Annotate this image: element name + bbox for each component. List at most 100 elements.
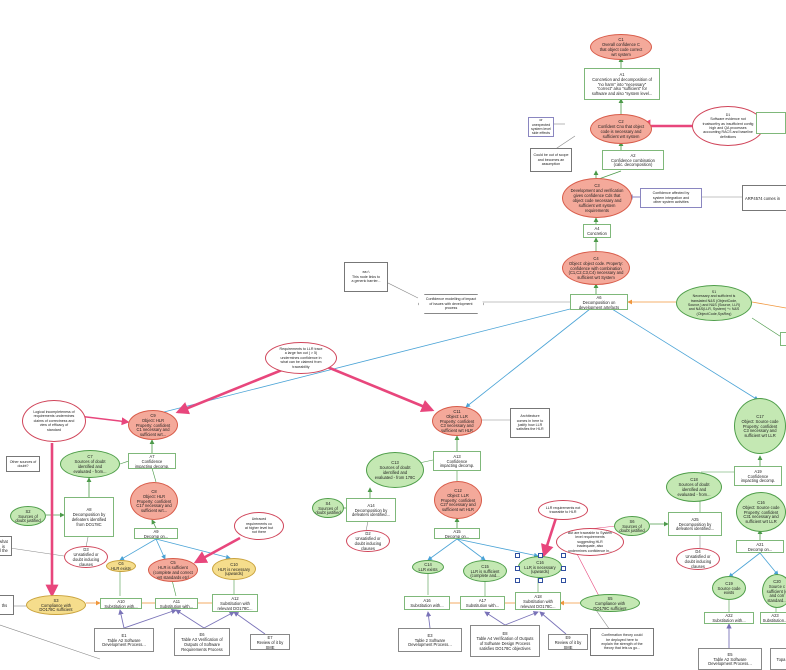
node-notrace[interactable]: But are traceable to System level requir… <box>556 528 624 556</box>
node-confirm[interactable]: Confirmation theory could be deployed he… <box>590 628 654 656</box>
node-a4[interactable]: A4 Concretion <box>583 224 611 238</box>
edge <box>575 551 601 599</box>
node-c9[interactable]: C9 Object: HLR Property: confident C1 ne… <box>128 410 178 440</box>
node-req-llr[interactable]: Requirements to LLR trace a large fan ou… <box>265 342 337 374</box>
node-a23[interactable]: A23 Substitution... <box>760 612 786 624</box>
edge <box>155 306 579 416</box>
edge <box>541 517 558 558</box>
node-c13[interactable]: C13 Sources of doubt identified and eval… <box>366 452 424 488</box>
node-c7[interactable]: C7 Sources of doubt identified and evalu… <box>60 450 120 478</box>
edge <box>155 538 231 560</box>
node-untraced[interactable]: Untraced requirements co at higher level… <box>234 512 284 540</box>
node-s6[interactable]: S6 Sources of doubt justified <box>614 516 650 536</box>
selection-handle[interactable] <box>538 553 543 558</box>
node-conf-affected[interactable]: Confidence affected by system integratio… <box>640 188 702 208</box>
edge <box>175 368 283 415</box>
node-c10[interactable]: C10 HLR is necessary (upwards) <box>212 558 256 580</box>
edge <box>85 536 89 548</box>
node-d2[interactable]: D2 Unsatisfied or doubt inducing clauses <box>346 530 390 552</box>
selection-handle[interactable] <box>515 578 520 583</box>
selection-handle[interactable] <box>561 578 566 583</box>
edge <box>0 624 101 660</box>
node-a2[interactable]: A2 Confidence combination (calc. decompo… <box>602 150 664 170</box>
node-logical[interactable]: Logical incompleteness of requirements u… <box>22 400 86 442</box>
node-llr-trace[interactable]: LLR requirements not traceable to HLR <box>538 500 588 520</box>
node-e9[interactable]: E9 Review of it by SME <box>548 634 588 650</box>
edge <box>427 538 458 561</box>
node-a10[interactable]: A10 Substitution with... <box>100 598 142 609</box>
node-c16-src[interactable]: C16 Object: Source code Property: confid… <box>736 492 786 532</box>
node-ea[interactable]: ea=\ This node links to a generic barrie… <box>344 262 388 292</box>
node-c11[interactable]: C11 Object: LLR Property: confident C3 n… <box>432 406 482 436</box>
edge <box>203 611 235 629</box>
node-c15[interactable]: C15 LLR is sufficient (complete and... <box>463 560 507 582</box>
node-a15[interactable]: A15 Decomp on... <box>434 528 480 539</box>
selection-handle[interactable] <box>515 553 520 558</box>
node-s3[interactable]: S3 Compliance with DO178C sufficient <box>26 595 86 615</box>
node-e3[interactable]: E3 Table 2 Software Development Process.… <box>398 628 462 652</box>
node-a9[interactable]: A9 Decomp on... <box>134 528 178 539</box>
node-a13[interactable]: A13 Confidence impacting decomp. <box>433 451 481 471</box>
node-a22[interactable]: A22 Substitution with... <box>704 612 754 624</box>
node-s1[interactable]: S1 Necessary and sufficient is translate… <box>676 285 752 321</box>
node-c20[interactable]: C20 Source c sufficient (c and corr stan… <box>762 574 786 608</box>
node-c4[interactable]: C4 Object: object code. Property: confid… <box>562 251 630 285</box>
node-c12[interactable]: C12 Object: LLR Property: confident C27 … <box>434 481 482 519</box>
selection-handle[interactable] <box>515 566 520 571</box>
edge <box>365 520 369 532</box>
node-a18[interactable]: A18 Substitution with relevant DO178C... <box>515 592 561 610</box>
node-s2[interactable]: S2 Sources of doubt justified <box>10 506 46 526</box>
node-d1[interactable]: D1 Software evidence not trustworthy as … <box>692 106 764 146</box>
node-other[interactable]: Other sources of doubt? <box>6 456 40 472</box>
node-a8[interactable]: A8 Decomposition by defeaters identified… <box>64 497 114 537</box>
node-a19[interactable]: A19 Confidence impacting decomp. <box>734 466 782 486</box>
node-c3[interactable]: C3 Development and verification gives co… <box>562 178 632 218</box>
node-c1[interactable]: C1 Overall confidence C that object code… <box>590 34 652 60</box>
node-a1[interactable]: A1 Concretion and decomposition of "no h… <box>584 68 660 100</box>
node-c2[interactable]: C2 Confident Cno that object code is nec… <box>590 114 652 144</box>
node-could-be[interactable]: Could be out of scope and becomes an ass… <box>530 148 572 172</box>
selection-handle[interactable] <box>561 566 566 571</box>
node-c6[interactable]: C6 HLR exists <box>106 560 136 572</box>
node-e6[interactable]: E6 Table A3 Verification of Outputs of S… <box>174 628 230 656</box>
node-d4[interactable]: D4 Unsatisfied or doubt inducing clauses <box>676 548 720 570</box>
node-a25[interactable]: A25 Decomposition by defeaters identifie… <box>668 512 722 536</box>
selection-handle[interactable] <box>538 578 543 583</box>
selection-handle[interactable] <box>561 553 566 558</box>
edge <box>504 611 539 626</box>
node-a21[interactable]: A21 Decomp on... <box>736 540 784 553</box>
node-a6[interactable]: A6 Decomposition on development artefact… <box>570 294 628 310</box>
node-a16[interactable]: A16 Substitution with... <box>404 596 450 610</box>
node-c16-llr[interactable]: C16 LLR is necessary (upwards) <box>518 556 562 578</box>
node-a14[interactable]: A14 Decomposition by defeaters identifie… <box>346 498 396 522</box>
node-e5[interactable]: E5 Table A2 Software Development Process… <box>698 648 762 670</box>
node-a7[interactable]: A7 Confidence impacting decomp. <box>128 453 176 469</box>
node-a17[interactable]: A17 Substitution with... <box>460 596 505 610</box>
node-c18[interactable]: C18 Sources of doubt identified and eval… <box>666 472 722 502</box>
node-c19[interactable]: C19 Source code exists <box>712 576 746 600</box>
node-a12[interactable]: A12 Substitution with relevant DO178C... <box>212 594 258 612</box>
node-arch[interactable]: Architecture comes in here to justify ho… <box>510 408 550 438</box>
node-no-harm[interactable]: No harmful or unexpected system level si… <box>528 117 554 137</box>
node-arp[interactable]: ARP4574 comes in <box>742 185 786 211</box>
node-d3[interactable]: D3 Unsatisfied or doubt inducing clauses <box>64 546 108 568</box>
edge <box>484 611 506 626</box>
node-e7[interactable]: E7 Review of it by SME <box>250 634 290 650</box>
node-e8[interactable]: E8 Table A4 Verification of Outputs of S… <box>470 625 540 657</box>
node-c17[interactable]: C17 Object: Source code Property: confid… <box>734 398 786 454</box>
edge <box>151 467 157 483</box>
edge <box>456 538 539 558</box>
node-clip-2[interactable]: ths <box>0 595 14 615</box>
node-e1[interactable]: E1 Table A2 Software Development Process… <box>94 628 154 652</box>
node-a11[interactable]: A11 Substitution with... <box>155 598 198 609</box>
node-clip-1[interactable]: what is ll the <box>0 536 12 556</box>
edge <box>456 538 486 561</box>
node-c8[interactable]: C8 Object: HLR Property: confident C17 n… <box>130 482 178 520</box>
node-s5[interactable]: S5 Compliance with DO178C sufficient <box>580 594 640 612</box>
node-c14[interactable]: C14 LLR exists <box>412 560 444 574</box>
node-s4[interactable]: S4 Sources of doubt justified <box>312 498 344 518</box>
node-c5[interactable]: C5 HLR is sufficient (complete and corre… <box>148 558 198 582</box>
node-conf-model[interactable]: Confidence modelling of impact of issues… <box>418 294 484 314</box>
edge <box>319 362 435 413</box>
